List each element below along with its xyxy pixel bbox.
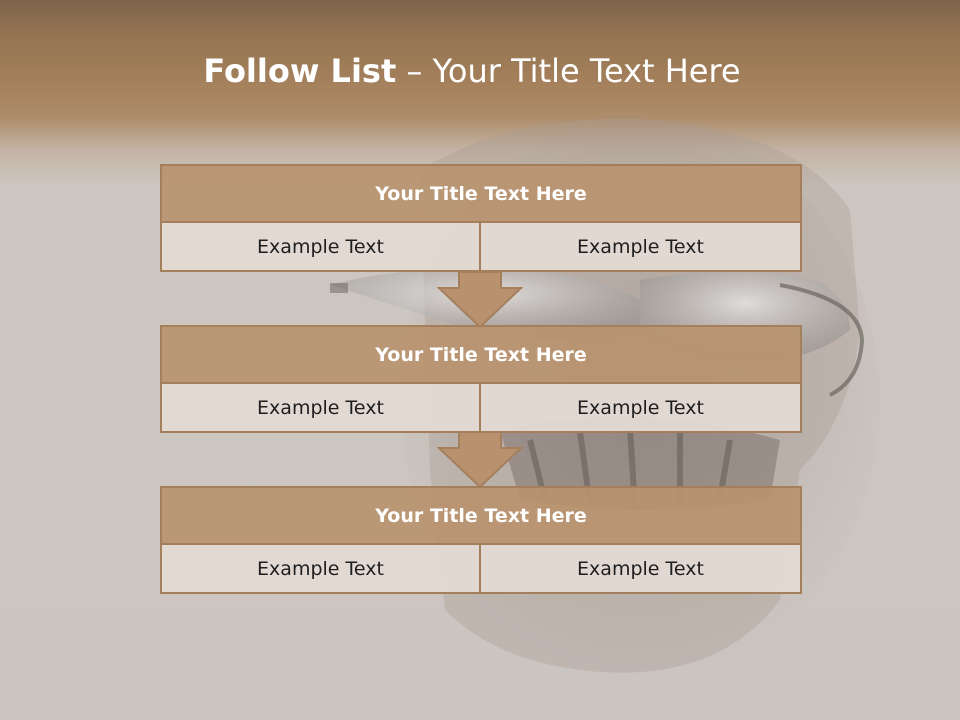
list-block-3: Your Title Text Here Example Text Exampl…: [160, 486, 802, 594]
block-cell-right: Example Text: [479, 543, 802, 594]
block-cell-right: Example Text: [479, 221, 802, 272]
slide-title-bold: Follow List: [203, 52, 397, 90]
block-cell-left: Example Text: [160, 221, 481, 272]
list-block-1: Your Title Text Here Example Text Exampl…: [160, 164, 802, 272]
down-arrow-icon: [437, 272, 523, 328]
list-block-2: Your Title Text Here Example Text Exampl…: [160, 325, 802, 433]
down-arrow-icon: [437, 432, 523, 488]
slide-title-rest: – Your Title Text Here: [406, 52, 741, 90]
block-title: Your Title Text Here: [160, 164, 802, 223]
block-cell-right: Example Text: [479, 382, 802, 433]
slide-title: Follow List – Your Title Text Here: [0, 52, 944, 90]
block-cell-left: Example Text: [160, 382, 481, 433]
block-title: Your Title Text Here: [160, 325, 802, 384]
block-cell-left: Example Text: [160, 543, 481, 594]
block-title: Your Title Text Here: [160, 486, 802, 545]
